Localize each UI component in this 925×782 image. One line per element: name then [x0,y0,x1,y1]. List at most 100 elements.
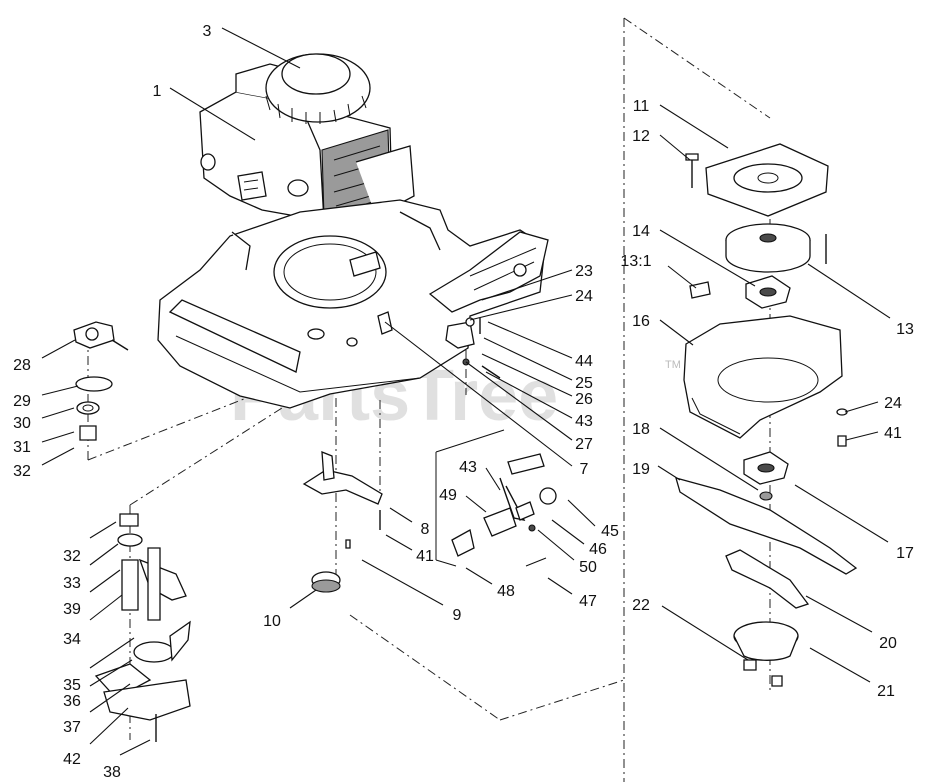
part-number-c13: 13 [896,321,914,338]
part-number-c19: 19 [632,461,650,478]
part-number-c41b: 41 [884,425,902,442]
part-number-c48: 48 [497,583,515,600]
part-number-c11: 11 [633,98,650,115]
part-number-c32b: 32 [63,548,81,565]
part-number-c24a: 24 [575,288,593,305]
center-lever-parts [302,451,383,593]
leader-line-c31 [41,431,75,443]
part-number-c21: 21 [877,683,895,700]
height-adjust-assembly [94,513,191,742]
part-number-c16: 16 [632,313,650,330]
leader-line-c9 [361,559,444,606]
part-number-c35: 35 [63,677,81,694]
part-number-c9: 9 [453,607,462,624]
part-number-c31: 31 [13,439,31,456]
part-number-c34: 34 [63,631,81,648]
leader-line-c38 [119,739,151,756]
part-number-c32a: 32 [13,463,31,480]
mower-deck [157,199,549,409]
part-number-c3: 3 [203,23,212,40]
leader-line-c8 [389,507,413,523]
leader-line-c23 [481,269,573,301]
leader-line-c11 [659,104,729,149]
leader-line-c45 [567,499,596,527]
part-number-c44: 44 [575,353,593,370]
leader-line-c47 [547,577,573,595]
leader-line-c32a [41,447,75,466]
leader-line-c25 [483,337,573,381]
leader-line-c10 [289,589,317,609]
leader-line-c41a [385,534,413,551]
leader-line-c12 [659,134,691,161]
leader-line-c32b [89,521,117,539]
part-number-c22: 22 [632,597,650,614]
leader-line-c22 [661,605,749,661]
leader-line-c36 [89,659,133,687]
callout-labels: 3111121413:11316232444252643277244118191… [13,23,914,781]
leader-line-c49 [465,495,487,513]
leader-line-c1 [169,87,256,141]
leader-line-c43b [485,467,501,491]
leader-line-c20 [805,595,873,633]
part-number-c13-1: 13:1 [620,253,651,270]
leader-line-c18 [659,427,759,491]
part-number-c43b: 43 [459,459,477,476]
part-number-c29: 29 [13,393,31,410]
leader-line-c39 [89,569,121,593]
leader-line-c27 [465,361,573,441]
watermark-trademark: TM [665,359,681,371]
part-number-c39: 39 [63,601,81,618]
part-number-c36: 36 [63,693,81,710]
leader-line-c30 [41,407,75,419]
leader-line-c17 [794,484,889,543]
deck-hardware [445,317,501,379]
leader-line-c28 [41,339,76,359]
leader-line-c50 [537,529,575,561]
part-number-c41a: 41 [416,548,434,565]
part-number-c37: 37 [63,719,81,736]
part-number-c42: 42 [63,751,81,768]
leader-line-c48 [465,567,493,585]
part-number-c20: 20 [879,635,897,652]
leader-line-c13-1 [667,265,697,289]
leader-line-c16 [659,319,694,346]
part-number-c27: 27 [575,436,593,453]
leader-line-c24a [469,294,573,321]
leader-line-c44 [487,321,573,359]
part-number-c26: 26 [575,391,593,408]
engine-assembly [199,53,415,225]
part-number-c50: 50 [579,559,597,576]
part-number-c45: 45 [601,523,619,540]
part-number-c43a: 43 [575,413,593,430]
leader-line-c26 [481,353,573,397]
leader-line-c35 [89,637,135,669]
part-number-c38: 38 [103,764,121,781]
part-number-c24b: 24 [884,395,902,412]
leader-line-c37 [89,683,131,713]
leader-line-c46 [551,519,585,545]
leader-line-c34 [89,594,123,621]
part-number-c7: 7 [580,461,589,478]
part-number-c46: 46 [589,541,607,558]
part-number-c49: 49 [439,487,457,504]
part-number-c30: 30 [13,415,31,432]
leader-line-c41b [845,431,879,441]
leader-line-c21 [809,647,871,683]
part-number-c1: 1 [153,83,162,100]
part-number-c14: 14 [632,223,650,240]
part-number-c47: 47 [579,593,597,610]
leader-line-c42 [89,707,129,745]
part-number-c12: 12 [632,128,650,145]
leader-line-c24b [844,401,879,413]
part-number-c23: 23 [575,263,593,280]
part-number-c25: 25 [575,375,593,392]
leader-line-c14 [659,229,756,287]
leader-line-c29 [41,385,79,396]
leader-line-c3 [221,27,301,69]
leader-line-c33 [89,543,119,566]
part-number-c33: 33 [63,575,81,592]
wheel-bracket-hardware [73,321,129,441]
part-number-c8: 8 [421,521,430,538]
part-number-c28: 28 [13,357,31,374]
blade-drive-assembly [675,143,858,687]
